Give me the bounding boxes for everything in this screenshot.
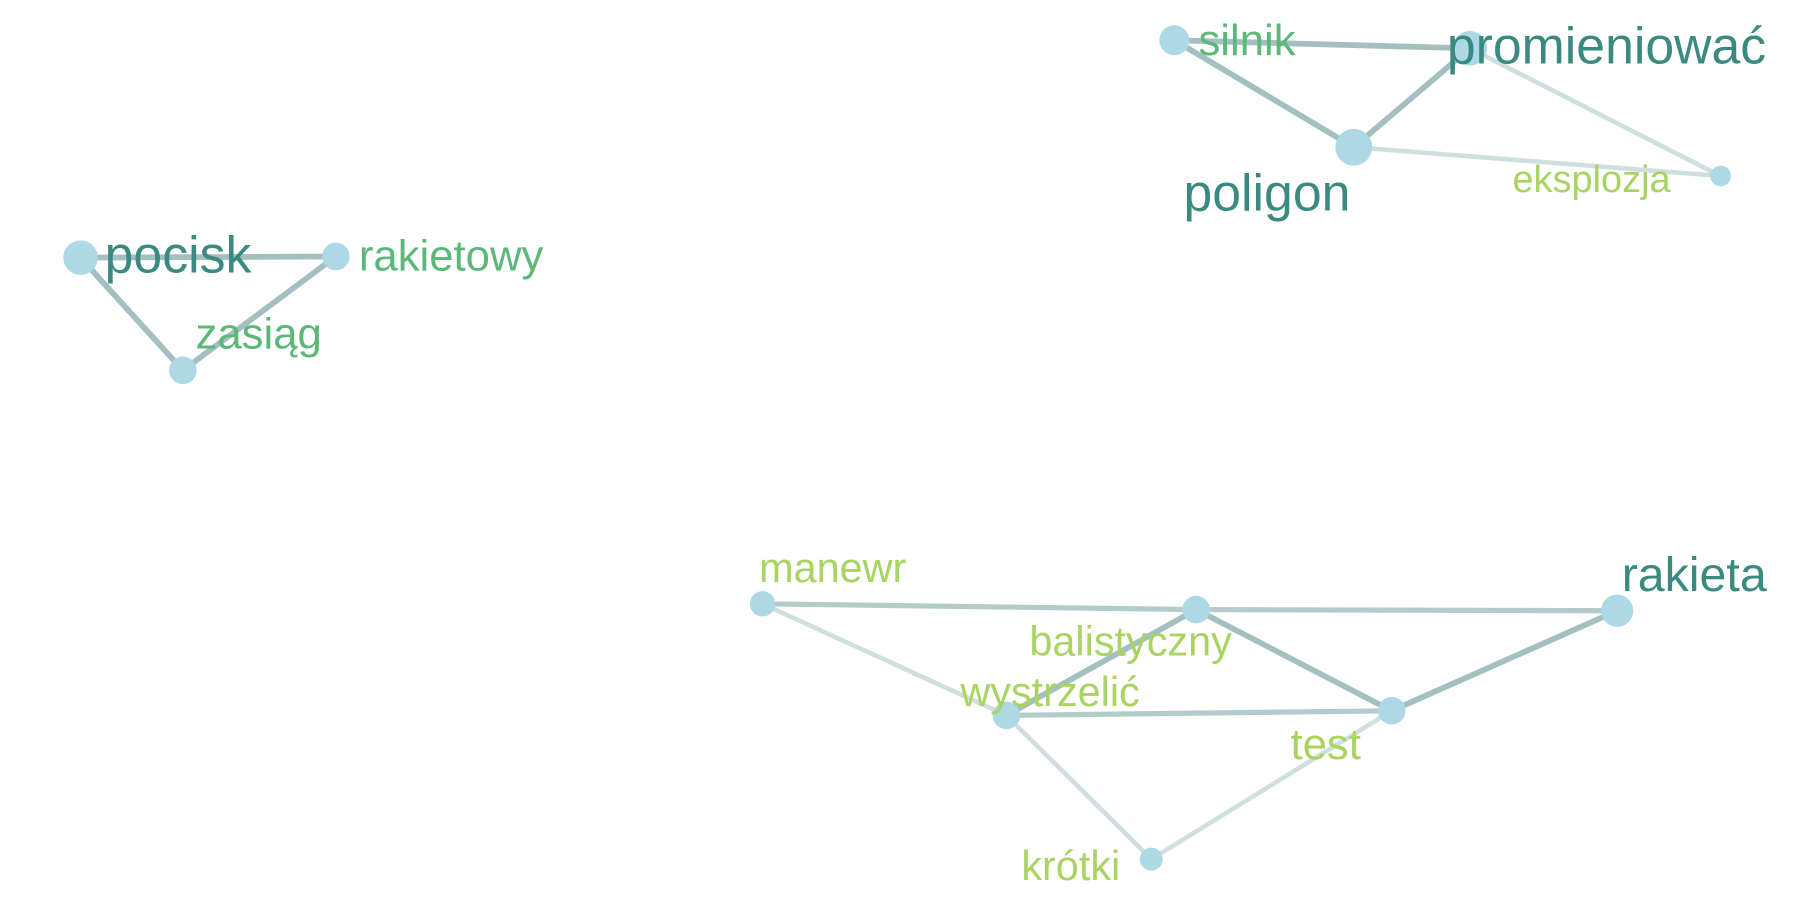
edge-rakieta-test	[1388, 607, 1621, 714]
node-rakietowy	[322, 242, 350, 271]
edge-balistyczny-wystrzelic	[1003, 606, 1200, 719]
edge-balistyczny-rakieta	[1193, 606, 1620, 614]
edge-rakietowy-zasiag	[179, 253, 339, 374]
edge-manewr-balistyczny	[759, 601, 1199, 613]
edge-balistyczny-test	[1193, 606, 1395, 714]
nodes-layer	[63, 25, 1731, 871]
edge-pocisk-rakietowy	[77, 253, 339, 261]
edge-wystrzelic-krotki	[1004, 713, 1154, 862]
node-label-rakieta: rakieta	[1622, 548, 1767, 602]
node-label-promieniowac: promieniować	[1447, 16, 1766, 74]
edge-test-krotki	[1149, 708, 1394, 862]
node-pocisk	[63, 240, 98, 275]
node-label-pocisk: pocisk	[105, 226, 252, 284]
node-wystrzelic	[992, 701, 1021, 730]
edge-promieniowac-eksplozja	[1467, 46, 1723, 179]
node-label-rakietowy: rakietowy	[359, 231, 544, 280]
edge-wystrzelic-test	[1003, 708, 1395, 718]
edge-promieniowac-poligon	[1350, 45, 1473, 151]
node-silnik	[1159, 25, 1190, 56]
node-krotki	[1139, 847, 1163, 871]
node-label-zasiag: zasiąg	[196, 309, 322, 358]
edges-layer	[77, 37, 1723, 862]
node-balistyczny	[1182, 595, 1210, 624]
node-label-eksplozja: eksplozja	[1512, 159, 1671, 201]
edge-silnik-poligon	[1171, 37, 1357, 151]
node-test	[1377, 696, 1406, 725]
node-rakieta	[1601, 594, 1634, 627]
edge-manewr-wystrzelic	[760, 601, 1009, 718]
node-label-manewr: manewr	[759, 545, 906, 591]
edge-silnik-promieniowac	[1171, 37, 1473, 52]
node-label-silnik: silnik	[1198, 16, 1295, 65]
node-zasiag	[169, 356, 197, 385]
node-manewr	[749, 591, 776, 617]
node-label-balistyczny: balistyczny	[1029, 619, 1232, 665]
node-label-poligon: poligon	[1184, 163, 1351, 221]
node-label-test: test	[1290, 720, 1360, 769]
labels-layer: silnik promieniować poligon eksplozja pocisk…	[105, 16, 1767, 889]
edge-pocisk-zasiag	[77, 254, 186, 374]
node-label-wystrzelic: wystrzelić	[959, 669, 1139, 715]
edge-poligon-eksplozja	[1351, 144, 1723, 179]
node-eksplozja	[1710, 165, 1731, 187]
node-promieniowac	[1452, 31, 1488, 66]
node-label-krotki: krótki	[1021, 843, 1120, 889]
node-poligon	[1335, 128, 1373, 166]
